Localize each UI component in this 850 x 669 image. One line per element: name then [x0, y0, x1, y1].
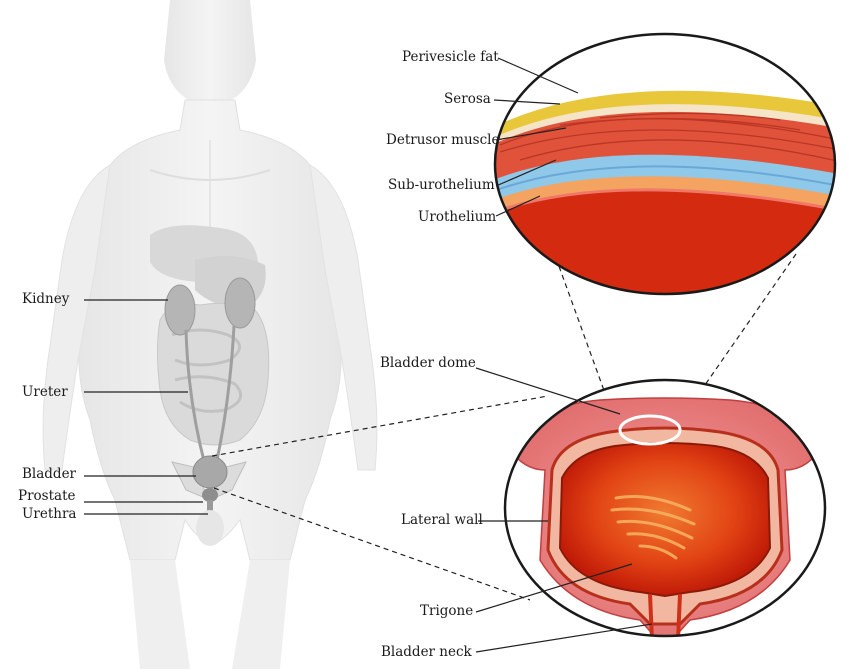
detrusor-callout [495, 127, 567, 141]
perivesicle-fat-callout [497, 57, 579, 94]
dome-marker [618, 414, 682, 446]
label-prostate: Prostate [18, 488, 76, 504]
left-kidney [164, 284, 196, 336]
trigone-callout [475, 563, 633, 613]
label-urothelium: Urothelium [418, 209, 497, 225]
ureters [184, 325, 236, 466]
urothelium-callout [495, 195, 541, 217]
label-bladder-neck: Bladder neck [381, 644, 472, 660]
body-callouts [84, 299, 208, 515]
sub-urothelium-callout [495, 159, 557, 187]
label-bladder-dome: Bladder dome [380, 355, 476, 371]
label-perivesicle-fat: Perivesicle fat [402, 49, 499, 65]
label-trigone: Trigone [420, 603, 474, 619]
label-serosa: Serosa [444, 91, 491, 107]
label-urethra: Urethra [22, 506, 77, 522]
serosa-callout [493, 99, 561, 105]
bladder-neck-callout [475, 623, 653, 653]
label-ureter: Ureter [22, 384, 68, 400]
right-kidney [224, 277, 256, 329]
bladder-anatomy-cross-section [503, 378, 827, 638]
genital [196, 510, 224, 546]
prostate-small [202, 488, 218, 502]
bladder-callouts [475, 367, 653, 653]
internal-organs [150, 225, 270, 446]
bladder-small [192, 455, 228, 489]
label-detrusor-muscle: Detrusor muscle [386, 132, 500, 148]
label-kidney: Kidney [22, 291, 70, 307]
label-lateral-wall: Lateral wall [401, 512, 483, 528]
label-sub-urothelium: Sub-urothelium [388, 177, 495, 193]
urethra-small [207, 500, 213, 516]
kidneys [164, 277, 256, 336]
label-bladder: Bladder [22, 466, 77, 482]
bladder-dome-callout [475, 367, 621, 415]
wall-callouts [493, 57, 579, 217]
